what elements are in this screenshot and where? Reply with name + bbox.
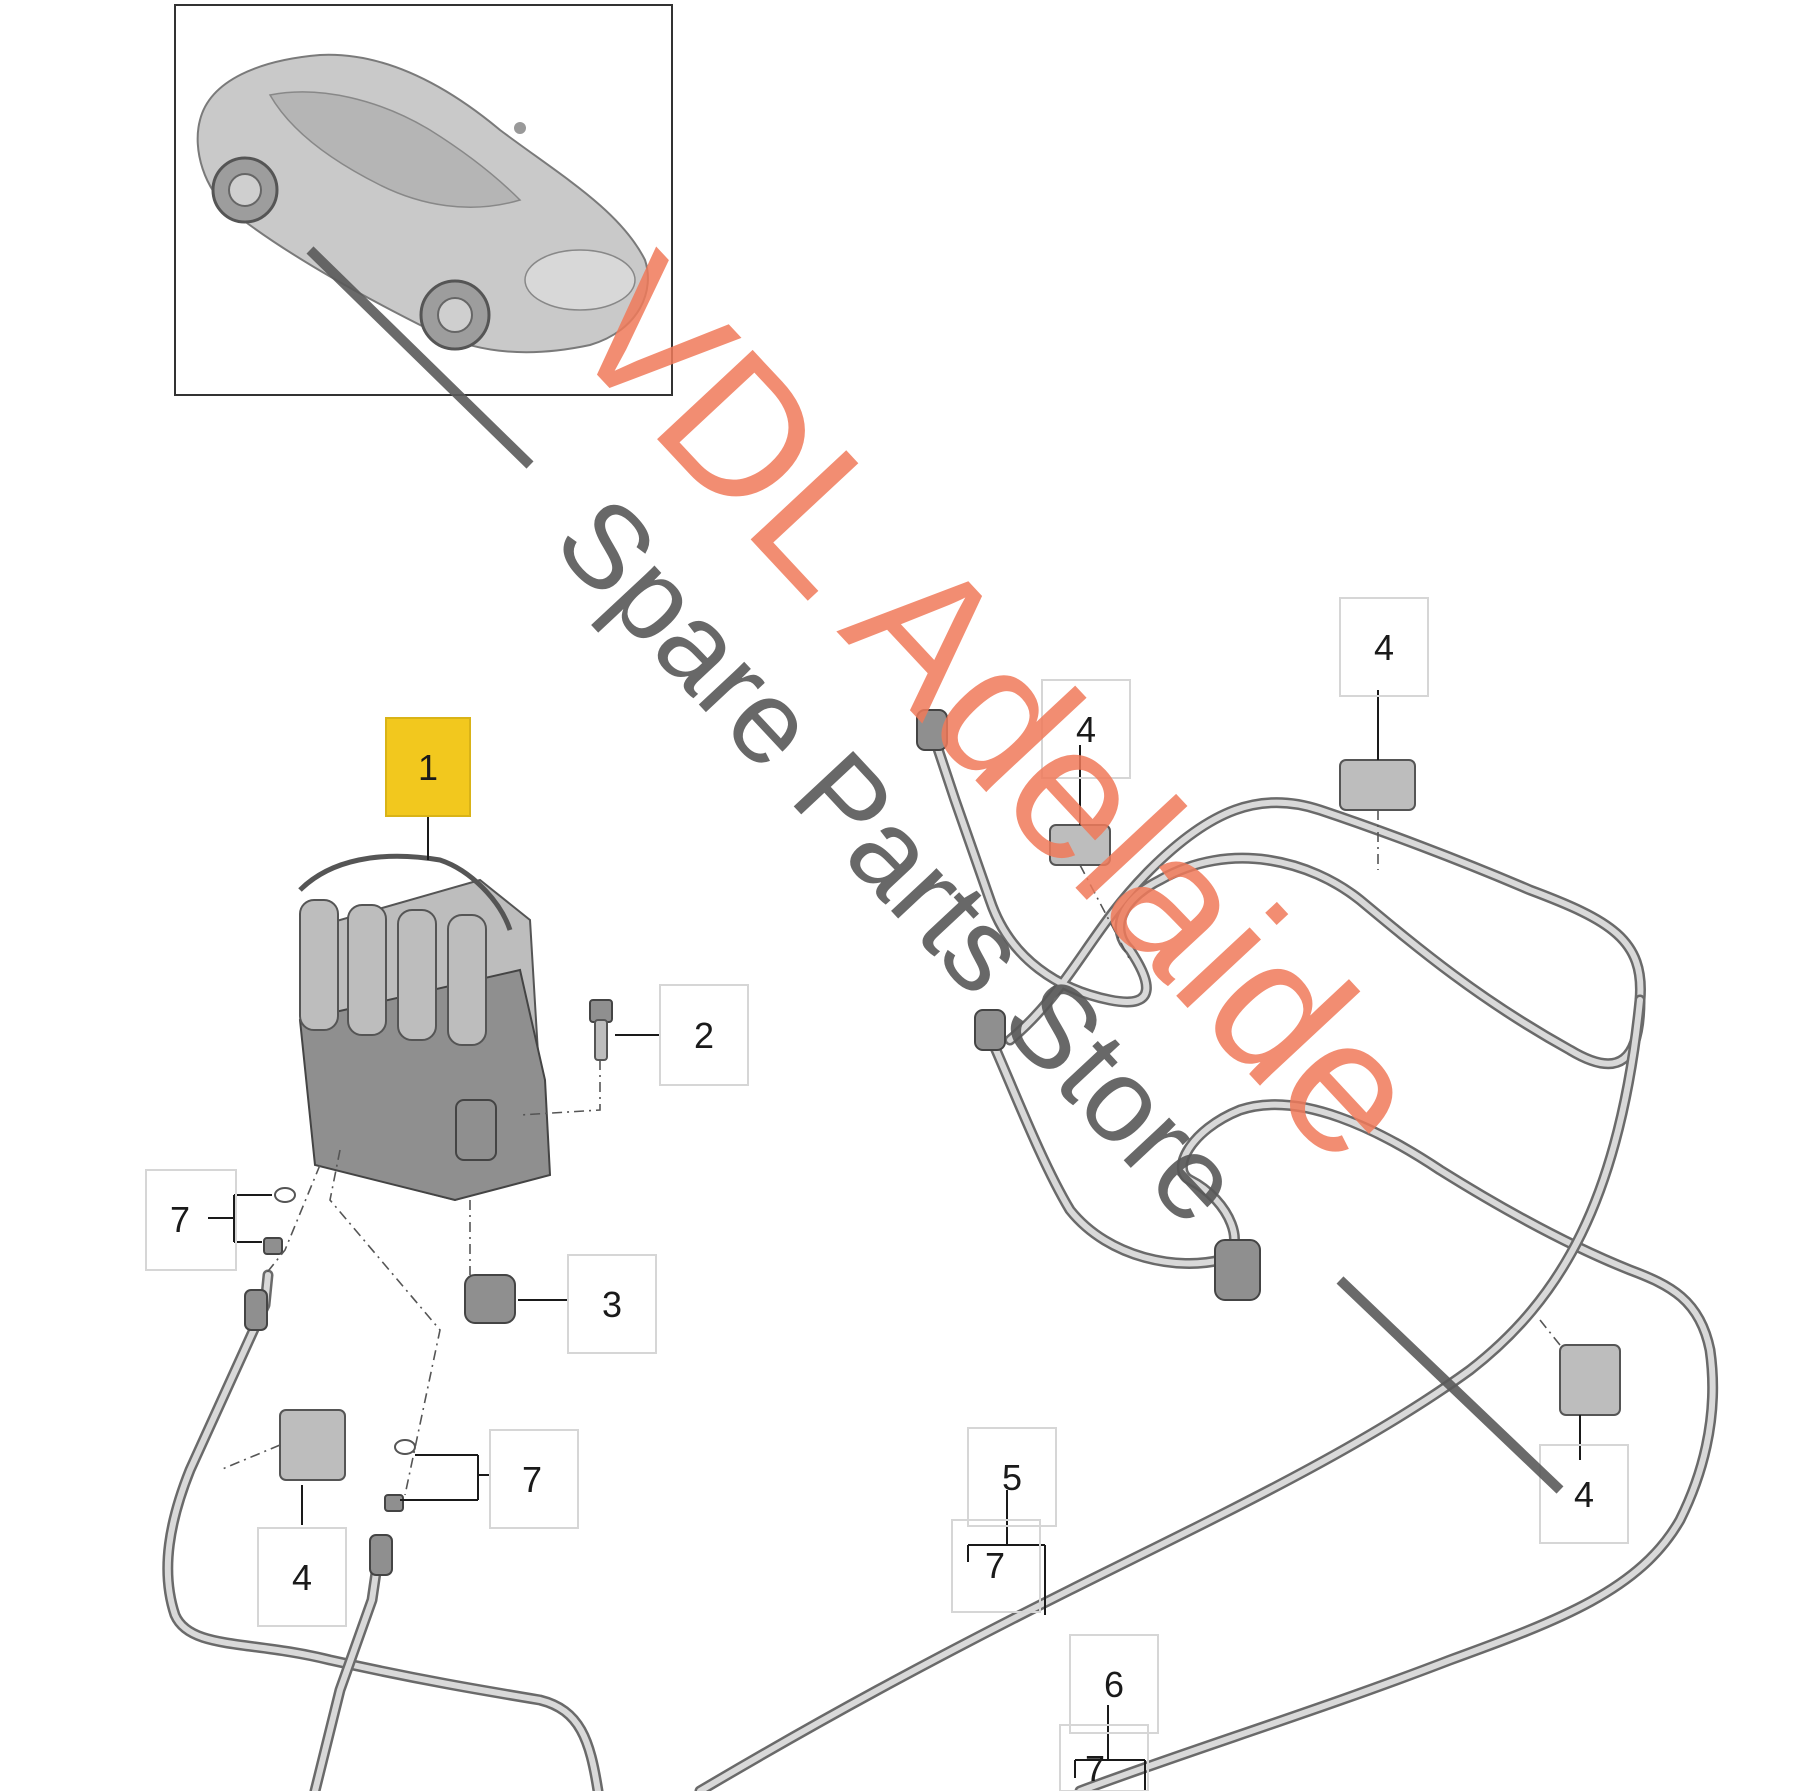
cap-part: [464, 1274, 516, 1324]
bolt-part: [589, 999, 613, 1061]
callout-2[interactable]: 2: [659, 984, 749, 1086]
callout-7-under-5[interactable]: 7: [951, 1519, 1041, 1613]
callout-6[interactable]: 6: [1069, 1634, 1159, 1734]
callout-7-left-number: 7: [170, 1199, 190, 1240]
callout-7-left[interactable]: 7: [145, 1169, 237, 1271]
car-illustration: [196, 53, 649, 354]
callout-leaders: [208, 690, 1581, 1791]
callout-1-number: 1: [418, 747, 438, 788]
callout-4-upper-left-number: 4: [1076, 709, 1096, 750]
callout-3-number: 3: [602, 1284, 622, 1325]
watermark-bar-left: [306, 246, 534, 469]
callout-4-upper-right-number: 4: [1374, 627, 1394, 668]
assembly-dash-lines: [219, 810, 1561, 1496]
callout-5-number: 5: [1002, 1457, 1022, 1498]
callout-4-lower-left[interactable]: 4: [257, 1527, 347, 1627]
callout-7-under-6-number: 7: [1085, 1748, 1105, 1789]
callout-4-lower-left-number: 4: [292, 1557, 312, 1598]
callout-4-right-number: 4: [1574, 1474, 1594, 1515]
callout-7-middle-number: 7: [522, 1459, 542, 1500]
callout-4-upper-right[interactable]: 4: [1339, 597, 1429, 697]
callout-7-under-6[interactable]: 7: [1059, 1724, 1149, 1791]
callout-4-upper-left[interactable]: 4: [1041, 679, 1131, 779]
callout-6-number: 6: [1104, 1664, 1124, 1705]
pipe-fittings: [244, 709, 1261, 1576]
vehicle-thumbnail: [174, 4, 673, 396]
callout-5[interactable]: 5: [967, 1427, 1057, 1527]
callout-1[interactable]: 1: [385, 717, 471, 817]
callout-7-middle[interactable]: 7: [489, 1429, 579, 1529]
seal-parts: [263, 1187, 416, 1512]
callout-2-number: 2: [694, 1015, 714, 1056]
callout-3[interactable]: 3: [567, 1254, 657, 1354]
callout-4-right[interactable]: 4: [1539, 1444, 1629, 1544]
brake-lines: [162, 719, 1719, 1791]
watermark-bar-right: [1336, 1276, 1564, 1494]
callout-7-under-5-number: 7: [985, 1545, 1005, 1586]
valve-block-part: [298, 853, 552, 1202]
